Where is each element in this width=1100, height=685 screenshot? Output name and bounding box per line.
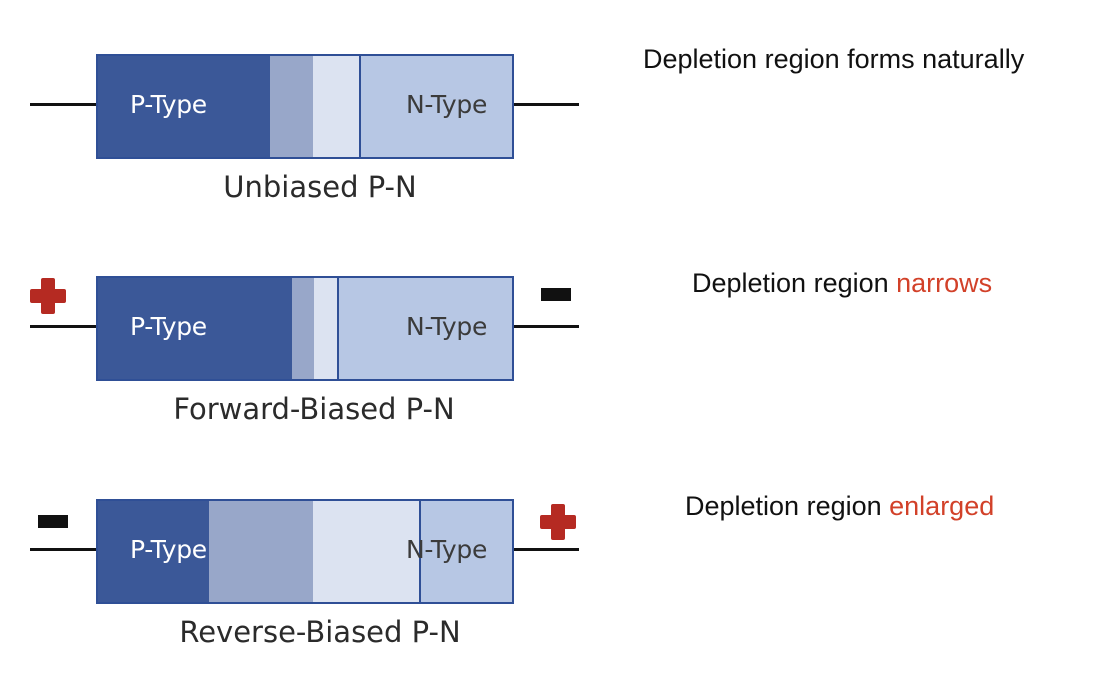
p-type-label: P-Type (130, 90, 207, 119)
diagram-caption: Unbiased P-N (223, 170, 417, 204)
minus-icon (38, 515, 68, 528)
description-reverse: Depletion region enlarged (685, 489, 994, 523)
pn-junction-bar: P-Type N-Type (96, 276, 514, 381)
p-type-region (98, 278, 292, 379)
left-wire (30, 103, 98, 106)
n-type-region (421, 501, 512, 602)
diagram-caption: Reverse-Biased P-N (179, 615, 461, 649)
right-wire (511, 548, 579, 551)
left-wire (30, 325, 98, 328)
description-text: Depletion region forms naturally (643, 44, 1025, 74)
description-unbiased: Depletion region forms naturally (643, 42, 1024, 76)
pn-junction-bar: P-Type N-Type (96, 499, 514, 604)
p-type-label: P-Type (130, 535, 207, 564)
n-type-label: N-Type (406, 535, 488, 564)
description-forward: Depletion region narrows (692, 266, 992, 300)
left-wire (30, 548, 98, 551)
description-text: Depletion region (692, 268, 897, 298)
depletion-boundary (419, 501, 421, 602)
right-wire (511, 325, 579, 328)
n-type-region (339, 278, 512, 379)
depletion-n-side (313, 56, 359, 157)
p-type-label: P-Type (130, 312, 207, 341)
pn-junction-bar: P-Type N-Type (96, 54, 514, 159)
minus-icon (541, 288, 571, 301)
description-highlight: narrows (896, 268, 993, 298)
description-text: Depletion region (685, 491, 890, 521)
diagram-caption: Forward-Biased P-N (173, 392, 455, 426)
n-type-region (361, 56, 512, 157)
n-type-label: N-Type (406, 312, 488, 341)
depletion-p-side (270, 56, 313, 157)
p-type-region (98, 56, 270, 157)
forward-biased-diagram: P-Type N-Type Forward-Biased P-N (0, 274, 1100, 426)
plus-icon (540, 504, 576, 540)
depletion-n-side (313, 501, 419, 602)
n-type-label: N-Type (406, 90, 488, 119)
depletion-boundary (359, 56, 361, 157)
p-type-region (98, 501, 209, 602)
depletion-p-side (209, 501, 313, 602)
plus-icon (30, 278, 66, 314)
reverse-biased-diagram: P-Type N-Type Reverse-Biased P-N (0, 497, 1100, 649)
depletion-boundary (337, 278, 339, 379)
right-wire (511, 103, 579, 106)
depletion-n-side (314, 278, 337, 379)
unbiased-diagram: P-Type N-Type Unbiased P-N (0, 52, 1100, 204)
description-highlight: enlarged (889, 491, 995, 521)
depletion-p-side (292, 278, 314, 379)
